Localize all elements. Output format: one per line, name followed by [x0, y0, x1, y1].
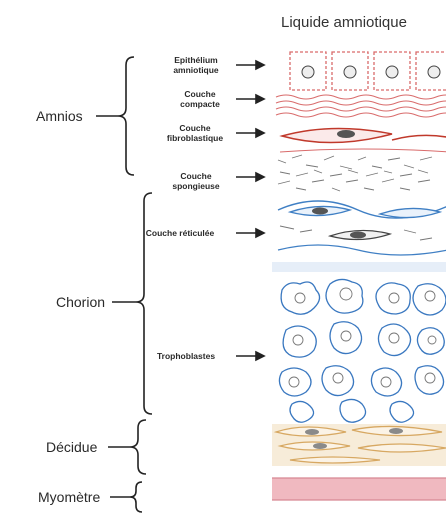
spongy-label-line1: Couche	[160, 171, 232, 181]
region-brackets	[96, 57, 152, 512]
fibroblast-layer-label: Couche fibroblastique	[158, 123, 232, 143]
amnios-bracket	[118, 57, 134, 175]
epithelium-label-line1: Epithélium	[160, 55, 232, 65]
spongy-layer	[278, 155, 432, 191]
fibro-label-line1: Couche	[158, 123, 232, 133]
epithelium-label-line2: amniotique	[160, 65, 232, 75]
spongy-label-line2: spongieuse	[160, 181, 232, 191]
myometre-bracket	[130, 482, 142, 512]
trophoblast-layer	[279, 279, 446, 422]
myometre-label: Myomètre	[38, 489, 100, 505]
fibro-label-line2: fibroblastique	[158, 133, 232, 143]
decidue-bracket	[130, 420, 146, 474]
trophoblasts-label: Trophoblastes	[140, 351, 232, 361]
fibroblast-layer	[280, 128, 446, 152]
reticular-layer-label: Couche réticulée	[128, 228, 232, 238]
amnios-label: Amnios	[36, 108, 83, 124]
membrane-histology-column	[272, 44, 446, 500]
myometrium-layer	[272, 478, 446, 500]
decidua-layer	[272, 424, 446, 466]
chorion-label: Chorion	[56, 294, 105, 310]
amniotic-fluid-title: Liquide amniotique	[281, 14, 407, 31]
compact-label-line2: compacte	[168, 99, 232, 109]
decidue-label: Décidue	[46, 439, 97, 455]
chorion-bracket	[136, 193, 152, 414]
compact-label-line1: Couche	[168, 89, 232, 99]
label-arrows	[236, 61, 264, 360]
reticular-layer	[272, 201, 446, 272]
compact-layer-label: Couche compacte	[168, 89, 232, 109]
epithelium-label: Epithélium amniotique	[160, 55, 232, 75]
compact-layer	[276, 95, 446, 117]
spongy-layer-label: Couche spongieuse	[160, 171, 232, 191]
